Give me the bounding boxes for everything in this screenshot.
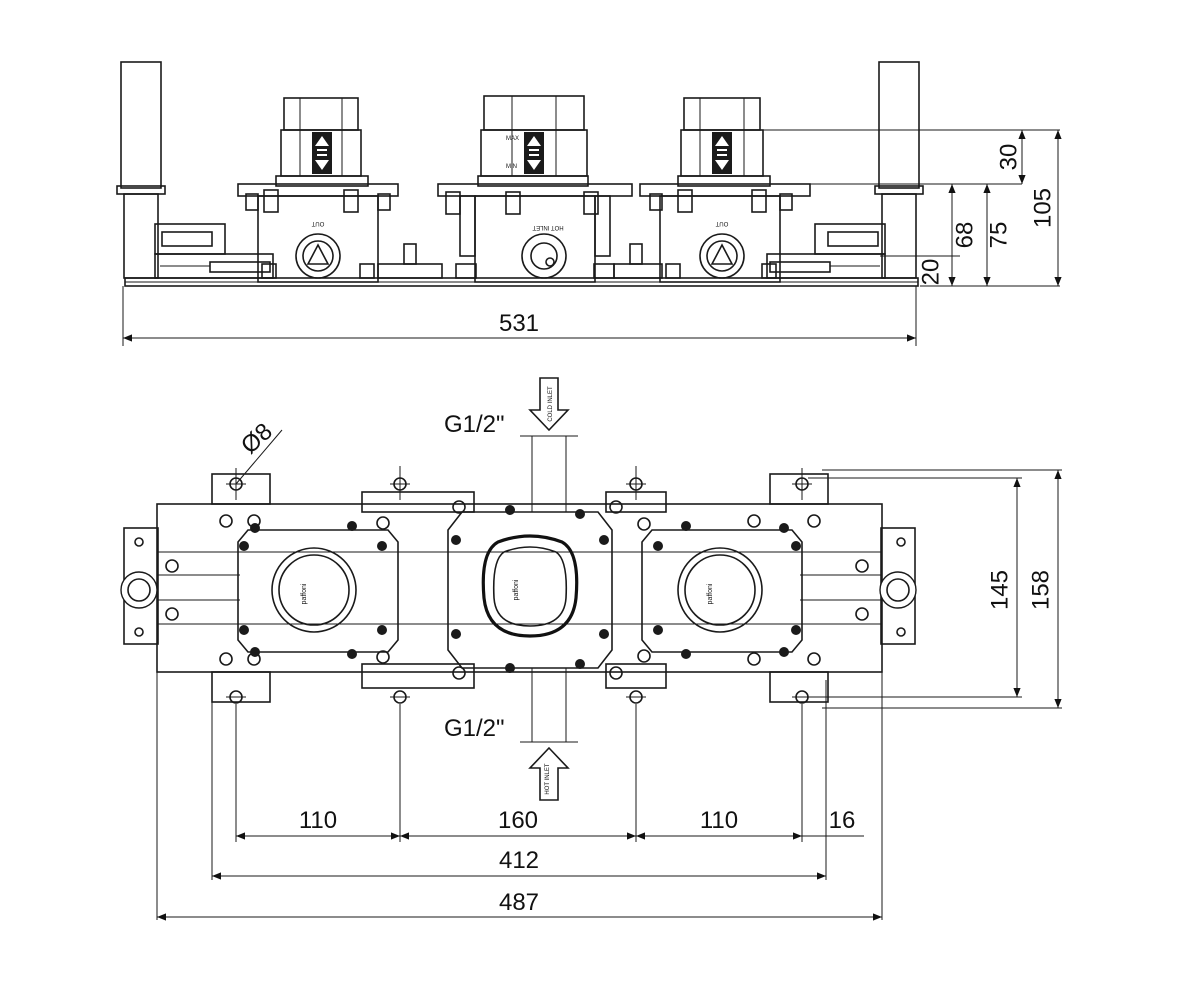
inlet-pipes <box>520 435 578 743</box>
base-height: 20 <box>917 259 944 286</box>
hex-nuts <box>219 500 821 680</box>
plan-view: paffoni paffoni <box>120 377 1062 921</box>
front-height-dimensions: 30 105 75 68 20 <box>760 129 1062 287</box>
right-valve-body: OUT <box>639 97 811 283</box>
center-brand: paffoni <box>513 579 520 600</box>
outer-height-label: 158 <box>1027 570 1054 610</box>
hot-inlet-label: HOT INLET <box>545 763 551 795</box>
right-valve-label: OUT <box>715 220 728 226</box>
spacing-label-4: 16 <box>829 807 856 834</box>
center-valve-label: HOT INLET <box>532 224 564 230</box>
front-width-label: 531 <box>499 310 539 337</box>
center-valve-plate: paffoni <box>447 505 613 673</box>
right-end-bracket <box>855 527 917 645</box>
right-valve-plate: paffoni <box>641 521 803 659</box>
spacing-label-1: 110 <box>299 807 337 834</box>
cold-inlet-arrow: COLD INLET <box>528 377 570 432</box>
spacing-label-3: 110 <box>700 807 738 834</box>
hole-span-label: 412 <box>499 847 539 874</box>
mid-height: 75 <box>985 222 1012 249</box>
plan-length-dimensions: 110 160 110 16 412 487 <box>156 672 883 921</box>
left-end-bracket <box>120 527 179 645</box>
plan-height-dimensions: 145 158 <box>808 469 1062 709</box>
center-valve-body: MAX MIN HOT INLET <box>437 95 633 283</box>
left-valve-body: OUT <box>237 97 399 283</box>
hole-diameter-label: Ø8 <box>236 418 278 459</box>
cartridge-min-label: MIN <box>506 164 517 170</box>
right-brand: paffoni <box>707 583 714 604</box>
left-mounting-handle <box>116 61 274 279</box>
left-brand: paffoni <box>301 583 308 604</box>
top-cap-height: 30 <box>995 144 1022 171</box>
right-mounting-handle <box>766 61 924 279</box>
inner-height-label: 145 <box>986 570 1013 610</box>
front-width-dimension: 531 <box>122 286 917 346</box>
overall-length-label: 487 <box>499 889 539 916</box>
left-valve-plate: paffoni <box>237 521 399 659</box>
front-view: OUT MAX MIN <box>116 61 1062 346</box>
thread-top-label: G1/2" <box>444 411 505 438</box>
thread-bottom-label: G1/2" <box>444 715 505 742</box>
body-height: 68 <box>951 222 978 249</box>
spacing-label-2: 160 <box>498 807 538 834</box>
hot-inlet-arrow: HOT INLET <box>528 746 570 801</box>
left-valve-label: OUT <box>311 220 324 226</box>
cartridge-max-label: MAX <box>506 136 519 142</box>
cold-inlet-label: COLD INLET <box>548 386 554 422</box>
overall-height: 105 <box>1029 188 1056 228</box>
